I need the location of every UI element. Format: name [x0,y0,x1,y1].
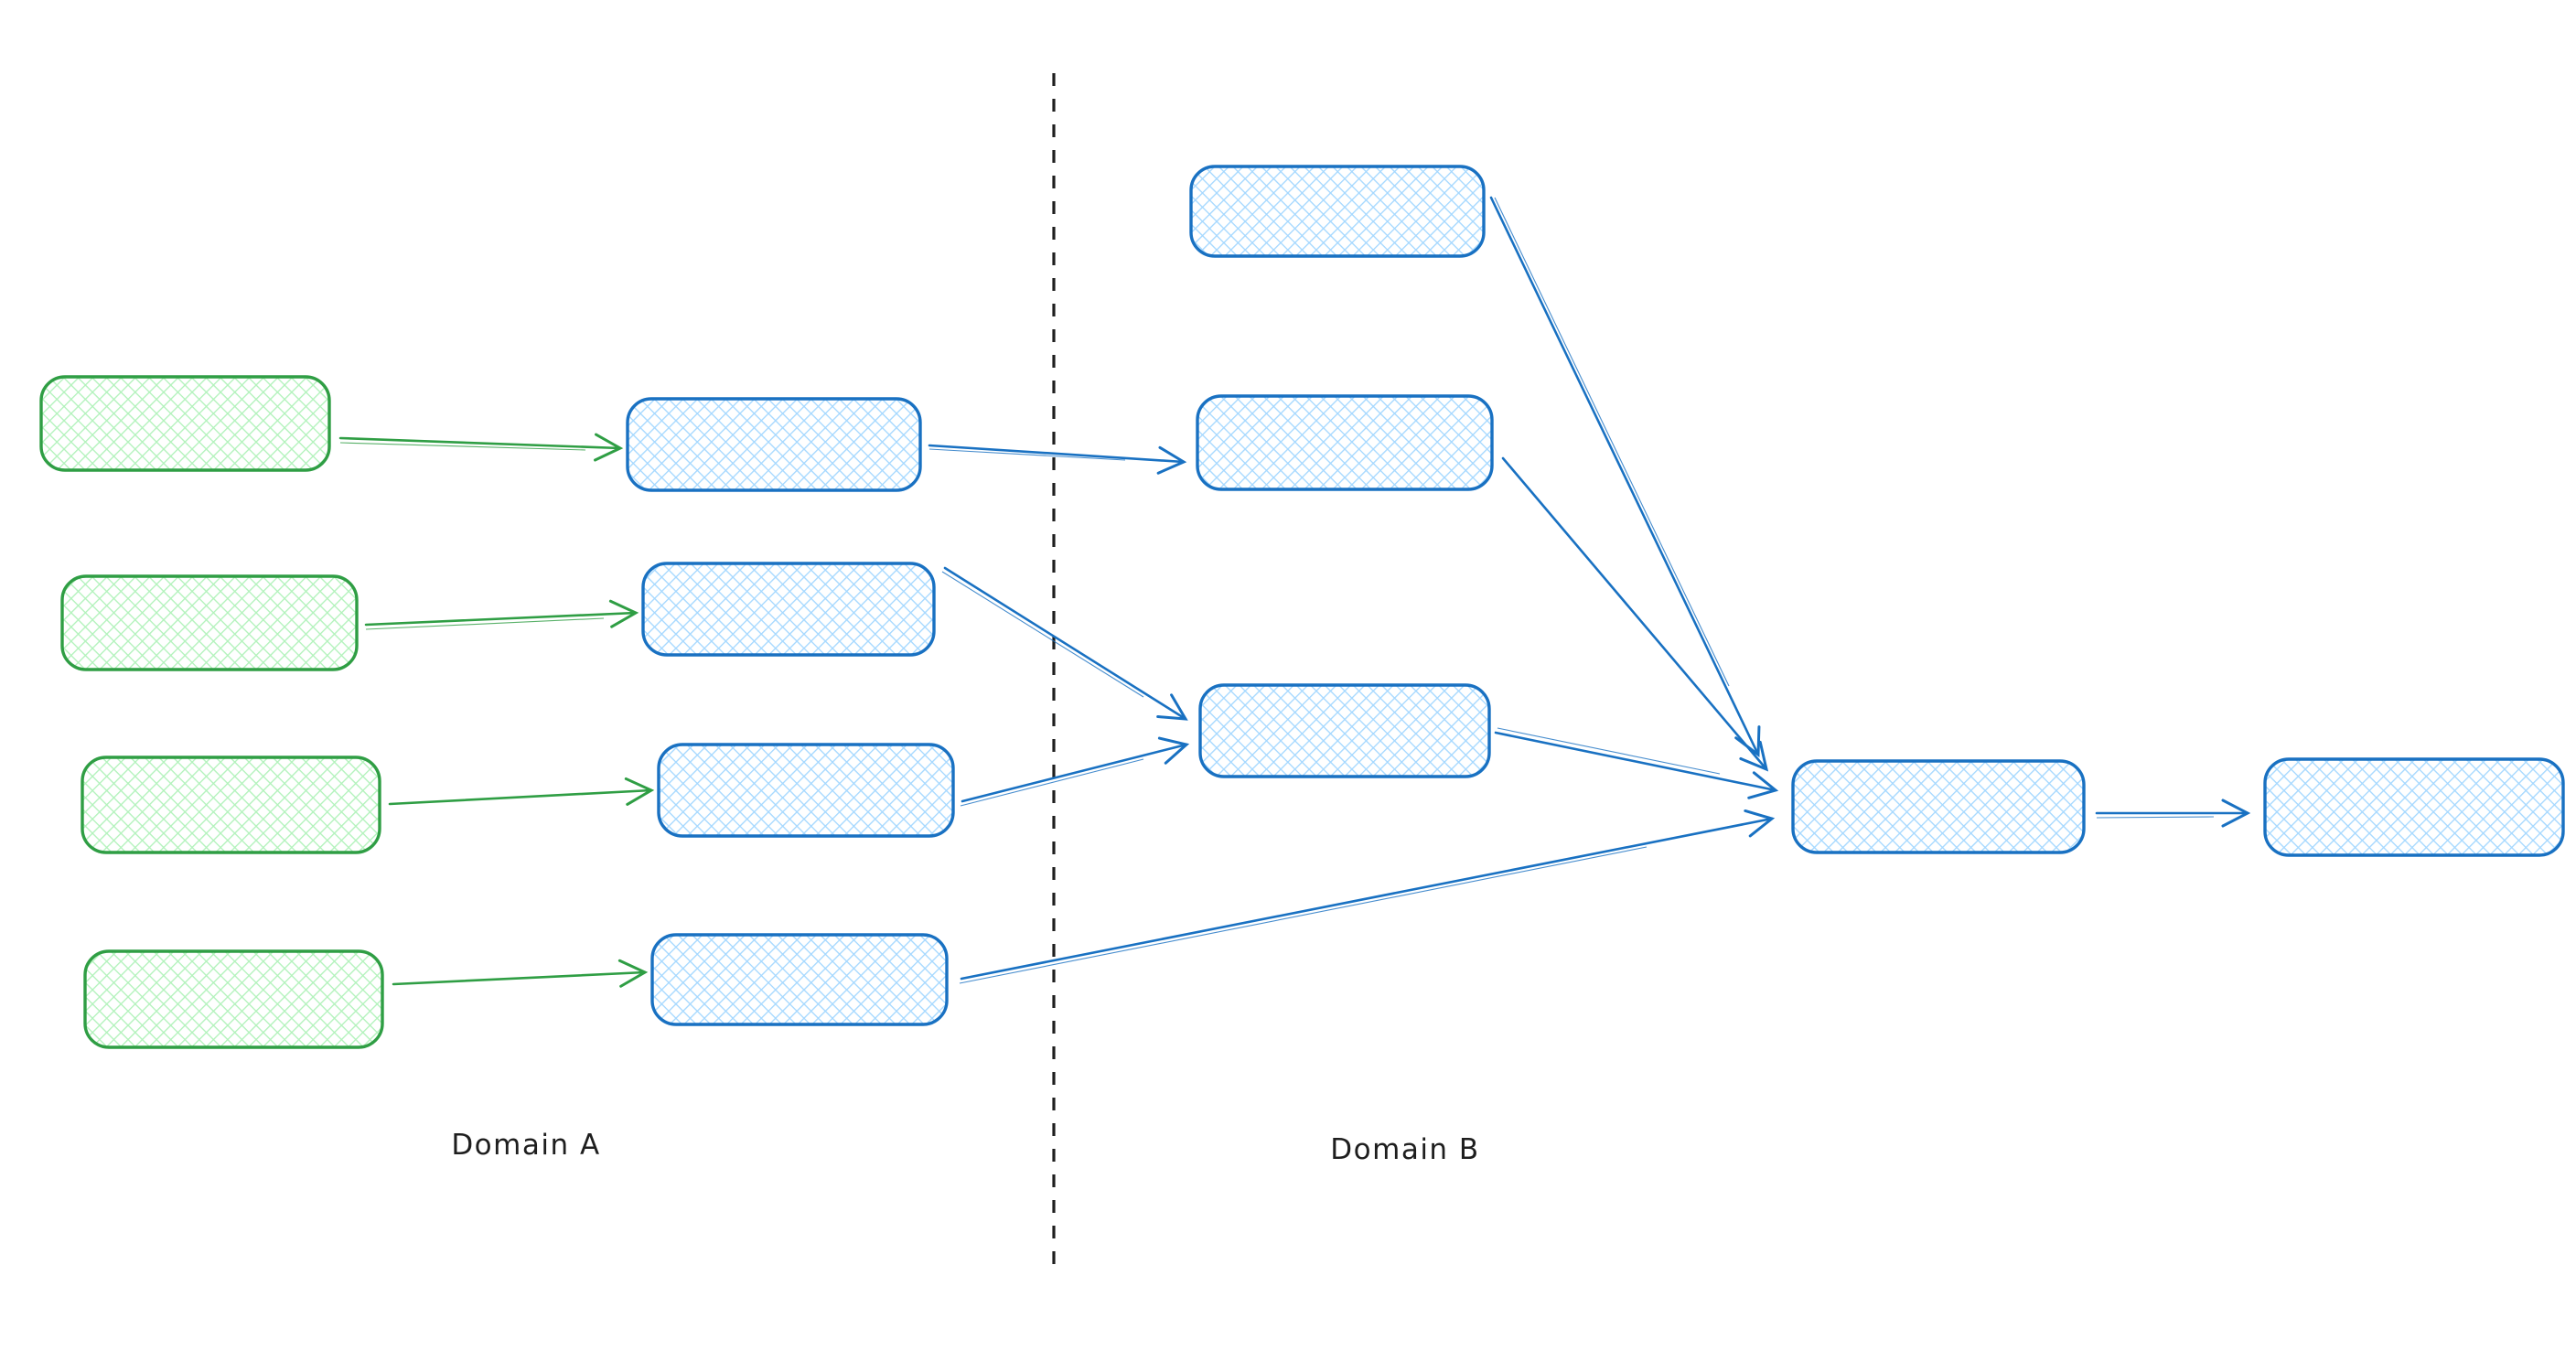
node-b-merge [1791,759,2086,854]
edge-a-mid-4-sketch-stroke [959,846,1648,984]
node-a-src-2 [60,574,359,671]
edge-b-2-to-b-merge [1501,456,1769,772]
edge-a-mid-1-to-b-2 [928,444,1187,475]
edge-a-mid-3-to-b-3 [961,736,1190,803]
edge-a-src-2-to-a-mid-2 [364,599,639,628]
node-b-output [2263,757,2565,857]
node-a-mid-3 [657,743,955,838]
node-a-src-4 [83,949,384,1049]
edge-b-1-to-b-merge [1489,196,1761,757]
edge-a-src-3-to-a-mid-3 [388,777,655,806]
edge-a-src-1-to-a-mid-1 [338,433,624,462]
edge-b-merge-sketch-stroke [2096,816,2215,819]
edge-a-mid-2-sketch-stroke [941,571,1144,698]
edge-a-src-2-sketch-stroke [365,617,605,630]
domain-a-label: Domain A [451,1129,600,1162]
edge-a-mid-3-sketch-stroke [960,758,1144,807]
node-a-src-3 [80,756,381,854]
node-a-src-1 [39,375,331,472]
edge-b-3-to-b-merge [1494,731,1779,799]
node-b-2 [1196,394,1494,491]
edge-b-3-sketch-stroke [1497,727,1721,775]
node-a-mid-2 [641,562,936,657]
node-b-3 [1198,683,1491,778]
node-a-mid-4 [650,933,949,1026]
edge-a-src-1-sketch-stroke [339,442,586,451]
edge-a-mid-4-to-b-merge [960,809,1776,981]
edge-a-src-4-to-a-mid-4 [392,959,649,988]
domain-b-label: Domain B [1330,1133,1479,1166]
edge-a-mid-1-sketch-stroke [928,448,1126,461]
node-b-1 [1189,165,1486,258]
edge-a-mid-2-to-b-3 [943,566,1188,721]
node-a-mid-1 [626,397,922,492]
edge-b-1-sketch-stroke [1494,197,1730,687]
